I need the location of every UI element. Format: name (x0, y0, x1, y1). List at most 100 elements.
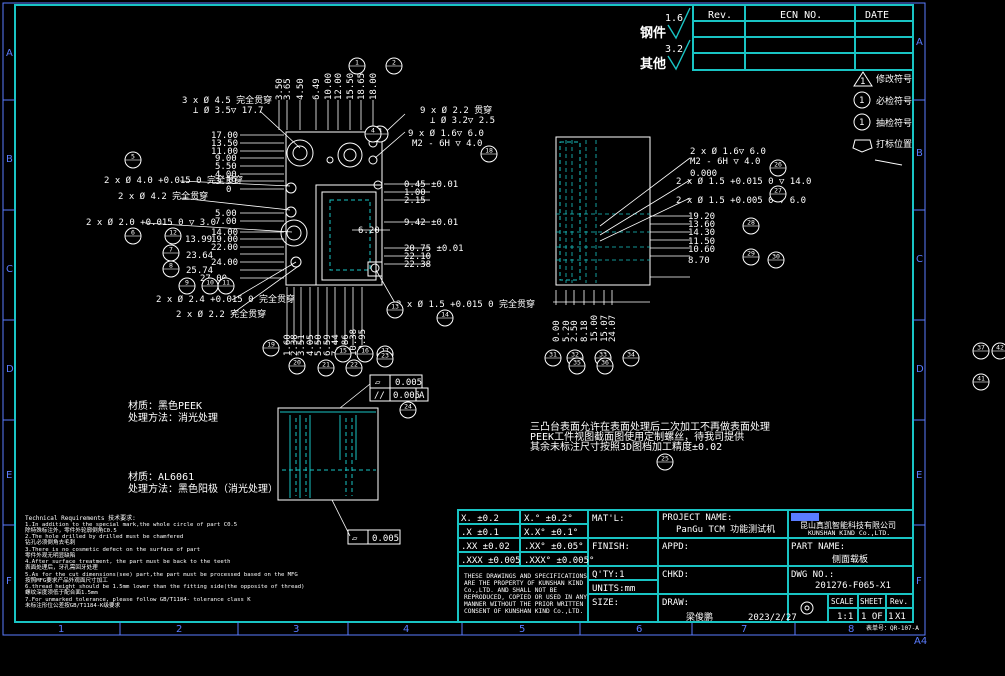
balloon-number: 19 (267, 341, 275, 349)
tol-row-3-angle: .XX° ±0.05° (524, 542, 584, 552)
zone-col-7: 7 (741, 624, 747, 635)
balloon-number: 36 (601, 359, 609, 367)
legend-label-sampling: 抽检符号 (876, 117, 912, 129)
balloon-number: 22 (350, 361, 358, 369)
zone-row-f-right: F (916, 576, 922, 587)
side-view (553, 136, 691, 305)
dim-left-7: 0 (226, 185, 231, 195)
dim-bottom-6: 7.44 (331, 334, 341, 356)
balloon-number: 10 (206, 279, 214, 287)
finish-label-steel: 钢件 (640, 25, 666, 41)
rev-value: X1 (895, 612, 906, 622)
balloon-number: 25 (661, 455, 669, 463)
disclaimer-line-4: REPRODUCED, COPIED OR USED IN ANY (464, 594, 587, 601)
balloon-number: 6 (131, 229, 135, 237)
tech-req-4: 4.After surface treatment, the part must… (25, 559, 230, 565)
side-dim-bottom-6: 24.07 (608, 315, 618, 342)
gdt-frames: ▱ 0.005 // 0.005 A ▱ 0.005 (347, 374, 429, 545)
tol-row-2-linear: .X ±0.1 (461, 528, 499, 538)
zone-row-f-left: F (6, 576, 12, 587)
company-name-cn: 昆山真凯智能科技有限公司 (800, 520, 896, 530)
side-note-zero: 0.000 (690, 169, 717, 179)
side-dim-4: 10.60 (688, 245, 715, 255)
sheet-value: 1 OF 1 (861, 612, 894, 622)
gdt-flatness-value: 0.005 (395, 378, 422, 388)
dim-bottom-0: 1.60 (283, 334, 293, 356)
note-cbore-3-2: ⊥ Ø 3.2▽ 2.5 (430, 115, 495, 126)
zone-row-b-right: B (916, 148, 923, 159)
gdt-bottom-sym: ▱ (352, 534, 358, 544)
tech-req-7: 7.For unmarked tolerance, please follow … (25, 597, 251, 603)
revision-table (692, 4, 914, 71)
dim-left-1: 13.50 (211, 139, 238, 149)
scale-value: 1:1 (837, 612, 853, 622)
side-note-thread-m2: M2 - 6H ▽ 4.0 (690, 157, 760, 167)
side-dim-bottom-1: 5.20 (562, 320, 572, 342)
balloon-number: 41 (977, 375, 985, 383)
dim-left-10: 13.99 (185, 235, 212, 245)
dim-bottom-3: 4.05 (306, 334, 316, 356)
zone-col-5: 5 (519, 624, 525, 635)
date-col-header: DATE (865, 10, 889, 21)
tol-row-1-linear: X. ±0.2 (461, 514, 499, 524)
dwg-no-value: 201276-F065-X1 (815, 581, 891, 591)
side-dim-bottom-3: 8.18 (580, 320, 590, 342)
section-view (277, 383, 379, 537)
tech-req-5: 5.As for the cut dimensions(see) part,th… (25, 572, 298, 578)
zone-columns: 1 2 3 4 5 6 7 8 (58, 624, 854, 635)
zone-rows-right: A B C D E F (916, 37, 924, 587)
side-dim-0: 19.20 (688, 212, 715, 222)
balloon-number: 13 (391, 303, 399, 311)
tech-req-2-cn: 钻孔必须倒角去毛刺 (25, 538, 76, 546)
qty-label: Q'TY:1 (592, 570, 625, 580)
dim-left-6: 3.39 (215, 177, 237, 187)
legend-sym-2: 1 (859, 96, 864, 106)
zone-col-4: 4 (403, 624, 409, 635)
note-hole-1-5: 2 x Ø 1.5 +0.015 0 完全贯穿 (396, 298, 535, 310)
balloon-number: 5 (131, 153, 135, 161)
side-dim-1: 13.60 (688, 220, 715, 230)
zone-row-e-right: E (916, 470, 922, 481)
zone-row-c-right: C (916, 254, 923, 265)
tol-row-4-linear: .XXX ±0.005 (461, 556, 521, 566)
dim-left-16: 24.00 (211, 258, 238, 268)
dim-left-11: 14.00 (211, 228, 238, 238)
side-dim-2: 14.30 (688, 228, 715, 238)
legend-label-modify: 修改符号 (876, 73, 912, 85)
balloon-number: 32 (571, 351, 579, 359)
gdt-datum-a: A (419, 391, 425, 401)
zone-col-1: 1 (58, 624, 64, 635)
tech-req-3: 3.There is no cosmetic defect on the sur… (25, 547, 200, 553)
zone-row-d-left: D (6, 364, 14, 375)
balloon-number: 16 (361, 347, 369, 355)
material-notes: 材质：黑色PEEK 处理方法：消光处理 材质：AL6061 处理方法：黑色阳极（… (128, 399, 278, 495)
zone-row-a-right: A (916, 37, 923, 48)
chkd-label: CHKD: (662, 570, 689, 580)
page-size: A4 (914, 636, 927, 647)
dim-bottom-4: 5.50 (314, 334, 324, 356)
finish-label: FINISH: (592, 542, 630, 552)
center-note-line-1: 三凸台表面允许在表面处理后二次加工不再做表面处理 (530, 420, 770, 433)
disclaimer-line-5: MANNER WITHOUT THE PRIOR WRITTEN (464, 601, 583, 608)
project-value: PanGu TCM 功能测试机 (676, 523, 775, 535)
balloon-number: 15 (339, 347, 347, 355)
material-al6061: 材质：AL6061 (128, 470, 194, 483)
balloon-number: 23 (381, 352, 389, 360)
disclaimer: THESE DRAWINGS AND SPECIFICATIONS ARE TH… (464, 573, 587, 615)
balloon-number: 7 (169, 246, 173, 254)
rev-col-header: Rev. (708, 10, 732, 21)
tech-req-1: 1.In addition to the special mark,the wh… (25, 522, 237, 528)
dim-left-0: 17.00 (211, 131, 238, 141)
tech-req-6-cn: 螺纹深度须低于配合面1.5mm (25, 588, 98, 596)
company-name-en: KUNSHAN KIND Co.,LTD. (808, 529, 890, 537)
project-label: PROJECT NAME: (662, 513, 732, 523)
tol-row-4-angle: .XXX° ±0.005° (524, 556, 594, 566)
gdt-flatness-sym: ▱ (375, 378, 381, 388)
dim-bottom-8: 10.38 (349, 329, 359, 356)
dim-top-4: 10.00 (324, 73, 334, 100)
tech-req-7-cn: 未标注形位公差按GB/T1184-K级要求 (25, 601, 121, 609)
dim-bottom-5: 6.59 (323, 334, 333, 356)
dim-right-1: 1.00 (404, 188, 426, 198)
note-hole-2-0: 2 x Ø 2.0 +0.015 0 ▽ 3.0 (86, 217, 216, 228)
balloon-number: 17 (381, 347, 389, 355)
